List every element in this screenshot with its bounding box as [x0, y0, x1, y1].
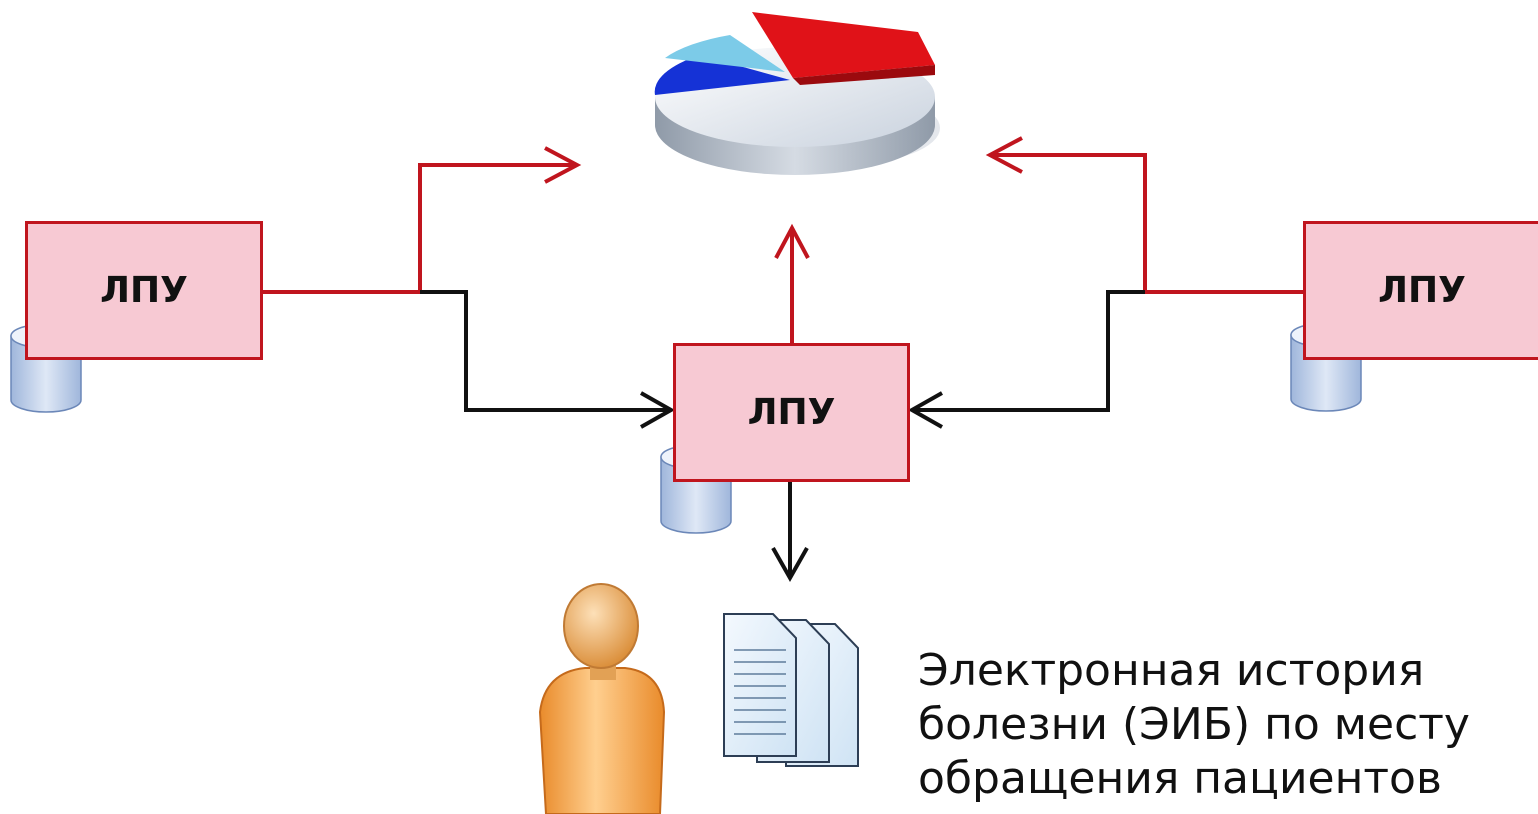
node-center-hospital: ЛПУ	[673, 343, 910, 482]
node-right-hospital: ЛПУ	[1303, 221, 1538, 360]
left-report-arrowhead	[544, 146, 582, 184]
caption: Электронная история болезни (ЭИБ) по мес…	[918, 644, 1538, 806]
right-report-arrow	[990, 153, 1303, 294]
node-right-label: ЛПУ	[1378, 270, 1466, 311]
center-report-arrowhead	[774, 223, 810, 259]
caption-line-3: обращения пациентов	[918, 753, 1442, 804]
node-left-hospital: ЛПУ	[25, 221, 263, 360]
left-data-arrow	[420, 290, 671, 412]
right-data-arrowhead	[907, 391, 943, 429]
down-data-arrowhead	[771, 547, 809, 583]
caption-line-1: Электронная история	[918, 645, 1425, 696]
right-data-arrow	[912, 290, 1145, 412]
node-center-label: ЛПУ	[747, 392, 836, 433]
right-report-arrowhead	[985, 136, 1023, 174]
pie-chart-icon	[654, 12, 940, 175]
node-left-label: ЛПУ	[100, 270, 188, 311]
person-icon	[538, 583, 666, 814]
left-data-arrowhead	[640, 391, 676, 429]
caption-line-2: болезни (ЭИБ) по месту	[918, 699, 1470, 750]
documents-icon	[723, 613, 859, 767]
left-report-arrow	[263, 163, 577, 294]
